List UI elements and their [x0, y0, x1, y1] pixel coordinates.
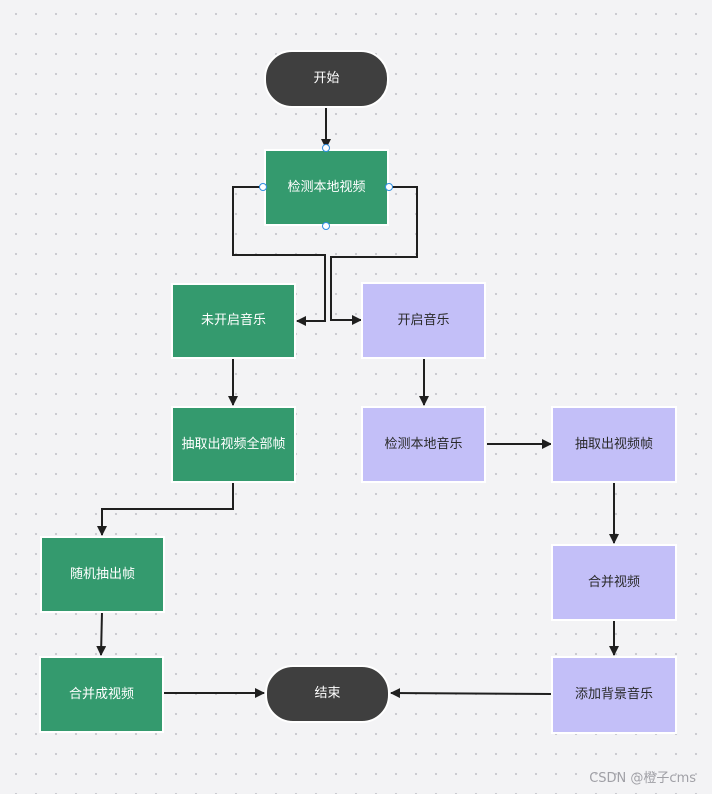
extract-all-frames-node-label: 抽取出视频全部帧 [181, 436, 286, 452]
detect-music-node-label: 检测本地音乐 [384, 436, 463, 452]
connection-handle-top[interactable] [322, 144, 330, 152]
add-bgm-node-label: 添加背景音乐 [574, 687, 653, 703]
extract-frames-node[interactable]: 抽取出视频帧 [551, 406, 677, 483]
add-bgm-node[interactable]: 添加背景音乐 [551, 656, 677, 734]
edge-detect-video-to-music-off [232, 186, 326, 326]
end-node[interactable]: 结束 [265, 665, 390, 723]
start-node-label: 开始 [313, 71, 340, 87]
extract-all-frames-node[interactable]: 抽取出视频全部帧 [171, 406, 296, 483]
start-node[interactable]: 开始 [264, 50, 389, 108]
edge-random-to-merge-to-video [96, 611, 107, 656]
connection-handle-right[interactable] [385, 183, 393, 191]
detect-video-node-label: 检测本地视频 [287, 179, 366, 195]
music-off-node[interactable]: 未开启音乐 [171, 283, 296, 359]
detect-video-node[interactable]: 检测本地视频 [264, 149, 389, 226]
merge-to-video-node-label: 合并成视频 [68, 686, 134, 702]
music-on-node[interactable]: 开启音乐 [361, 282, 486, 359]
detect-music-node[interactable]: 检测本地音乐 [361, 406, 486, 483]
music-on-node-label: 开启音乐 [397, 312, 450, 328]
edge-add-bgm-to-end [390, 688, 552, 699]
connection-handle-bottom[interactable] [322, 222, 330, 230]
random-extract-node[interactable]: 随机抽出帧 [40, 536, 165, 613]
edge-extract-all-to-random [97, 482, 234, 536]
connection-handle-left[interactable] [259, 183, 267, 191]
watermark: CSDN @橙子cms [589, 771, 696, 786]
merge-video-node-label: 合并视频 [587, 574, 640, 590]
extract-frames-node-label: 抽取出视频帧 [574, 436, 653, 452]
music-off-node-label: 未开启音乐 [200, 313, 266, 329]
random-extract-node-label: 随机抽出帧 [69, 566, 135, 582]
end-node-label: 结束 [314, 686, 341, 702]
edge-detect-video-to-music-on [330, 186, 418, 325]
merge-video-node[interactable]: 合并视频 [551, 544, 677, 621]
merge-to-video-node[interactable]: 合并成视频 [39, 656, 164, 733]
